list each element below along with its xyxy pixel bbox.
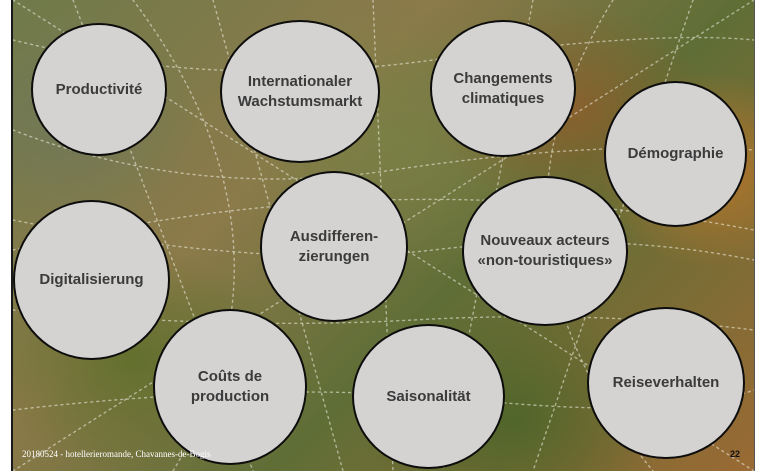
bubble-label: Changements climatiques xyxy=(453,69,553,107)
bubble-changements-climatiques: Changements climatiques xyxy=(430,20,576,157)
bubble-internationaler-wachstumsmarkt: Internationaler Wachstumsmarkt xyxy=(220,20,380,163)
bubble-digitalisierung: Digitalisierung xyxy=(13,200,170,360)
bubble-saisonalitat: Saisonalität xyxy=(352,324,505,469)
page-number: 22 xyxy=(730,449,741,459)
bubble-demographie: Démographie xyxy=(604,81,747,227)
bubble-label: Nouveaux acteurs «non-touristiques» xyxy=(477,232,613,269)
bubble-label: Productivité xyxy=(55,80,143,98)
bubble-nouveaux-acteurs: Nouveaux acteurs «non-touristiques» xyxy=(462,176,628,326)
right-frame-bar xyxy=(754,0,764,471)
left-frame-bar xyxy=(0,0,13,471)
bubble-productivite: Productivité xyxy=(31,23,167,156)
bubble-ausdifferenzierungen: Ausdifferen- zierungen xyxy=(260,171,408,322)
footer-text: 20180524 - hotellerieromande, Chavannes-… xyxy=(22,449,211,459)
bubble-label: Coûts de production xyxy=(190,368,270,405)
bubble-label: Reiseverhalten xyxy=(612,374,720,391)
bubble-label: Démographie xyxy=(627,145,724,162)
bubble-label: Internationaler Wachstumsmarkt xyxy=(237,72,363,110)
bubble-label: Saisonalität xyxy=(386,387,471,405)
bubble-couts-de-production: Coûts de production xyxy=(153,309,307,465)
bubble-label: Digitalisierung xyxy=(39,271,144,288)
bubble-label: Ausdifferen- zierungen xyxy=(289,227,379,265)
bubble-reiseverhalten: Reiseverhalten xyxy=(587,307,745,459)
